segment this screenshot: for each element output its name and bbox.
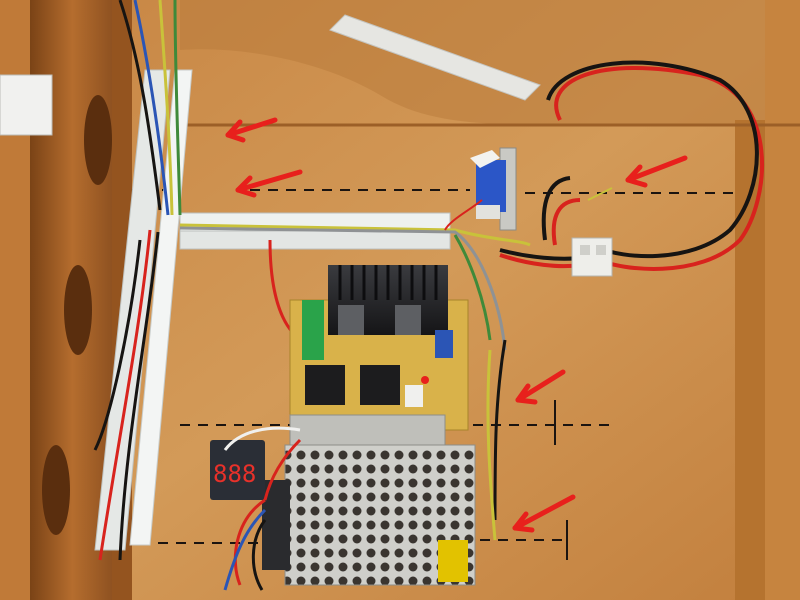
dashed-guide-lines: [0, 189, 735, 544]
terminal-green-left: [302, 300, 324, 360]
wire-bundle-left: [93, 0, 182, 561]
controller-pcb: [289, 265, 469, 443]
psu-wires: [223, 426, 302, 591]
display-reading: 888: [213, 460, 256, 488]
arrow-icon: [515, 369, 566, 405]
terminal-block-icon: [571, 237, 613, 277]
connector-block: [0, 74, 53, 136]
psu-label: [438, 540, 468, 582]
terminal-blue: [435, 330, 453, 358]
arrow-icon: [225, 117, 278, 143]
power-supply-unit: [262, 414, 476, 586]
plastic-stick: [329, 14, 541, 101]
relay-icon: [305, 365, 345, 405]
vertical-trunking: [94, 69, 193, 551]
arrow-icon: [235, 169, 303, 198]
seven-segment-display-icon: 888: [210, 440, 265, 500]
arrow-icon: [625, 155, 688, 188]
relay-icon: [360, 365, 400, 405]
annotation-arrows: [225, 117, 688, 533]
arrow-icon: [512, 494, 576, 533]
servo-icon: [444, 147, 517, 231]
